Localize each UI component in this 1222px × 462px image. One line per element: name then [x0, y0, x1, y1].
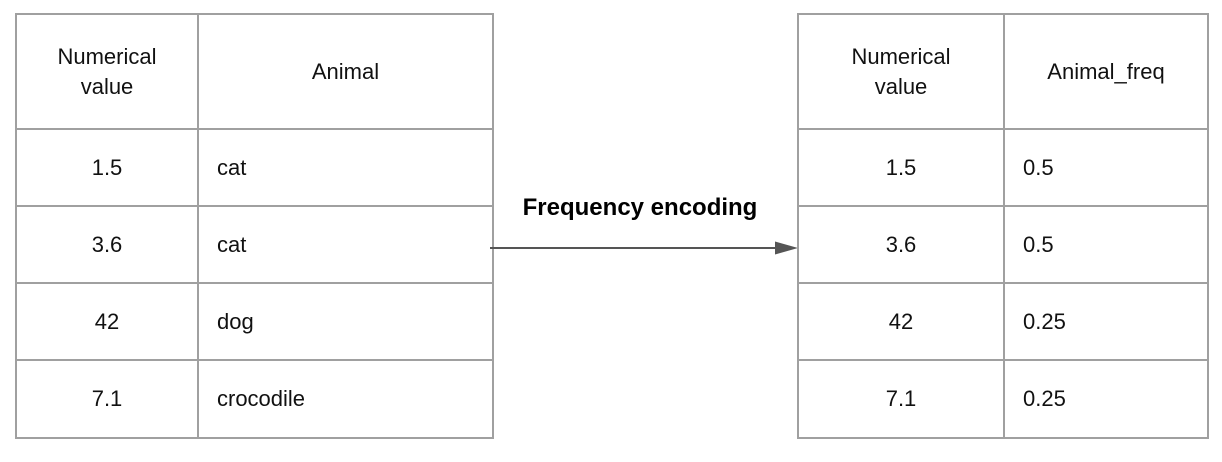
table-cell-numerical: 1.5 [797, 128, 1005, 207]
table-row: 1.5 0.5 [797, 128, 1209, 207]
table-cell-animal: crocodile [197, 359, 494, 439]
table-cell-freq: 0.5 [1003, 128, 1209, 207]
header-label: Numerical value [57, 43, 157, 99]
table-row: 42 dog [15, 282, 494, 361]
table-cell-numerical: 3.6 [797, 205, 1005, 284]
table-row: 1.5 cat [15, 128, 494, 207]
right-table-header-numerical-value: Numerical value [797, 13, 1005, 130]
original-data-table: Numerical value Animal 1.5 cat 3.6 cat 4… [15, 13, 494, 439]
table-cell-numerical: 1.5 [15, 128, 199, 207]
table-cell-numerical: 7.1 [797, 359, 1005, 439]
table-header-row: Numerical value Animal_freq [797, 13, 1209, 130]
table-row: 7.1 0.25 [797, 359, 1209, 439]
left-table-header-numerical-value: Numerical value [15, 13, 199, 130]
table-cell-numerical: 42 [15, 282, 199, 361]
table-cell-freq: 0.25 [1003, 282, 1209, 361]
table-cell-numerical: 7.1 [15, 359, 199, 439]
table-cell-animal: cat [197, 128, 494, 207]
encoded-data-table: Numerical value Animal_freq 1.5 0.5 3.6 … [797, 13, 1209, 439]
table-row: 7.1 crocodile [15, 359, 494, 439]
right-arrow-icon [490, 241, 798, 255]
table-row: 3.6 cat [15, 205, 494, 284]
left-table-header-animal: Animal [197, 13, 494, 130]
table-cell-numerical: 42 [797, 282, 1005, 361]
right-table-header-animal-freq: Animal_freq [1003, 13, 1209, 130]
table-cell-freq: 0.5 [1003, 205, 1209, 284]
table-cell-animal: cat [197, 205, 494, 284]
table-cell-freq: 0.25 [1003, 359, 1209, 439]
arrow-label: Frequency encoding [522, 194, 758, 221]
table-cell-numerical: 3.6 [15, 205, 199, 284]
table-row: 42 0.25 [797, 282, 1209, 361]
table-row: 3.6 0.5 [797, 205, 1209, 284]
header-label: Numerical value [851, 43, 951, 99]
table-header-row: Numerical value Animal [15, 13, 494, 130]
table-cell-animal: dog [197, 282, 494, 361]
